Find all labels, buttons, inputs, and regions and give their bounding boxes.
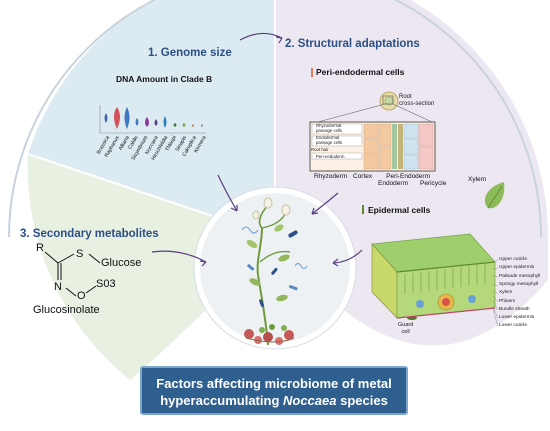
arrow-genome-to-center bbox=[217, 174, 238, 212]
secondary-heading: 3. Secondary metabolites bbox=[20, 228, 159, 240]
leaf-label: Upper epidermis bbox=[499, 265, 535, 271]
guard-cell-label: Guard cell bbox=[398, 322, 414, 335]
root-tissue-panel bbox=[309, 121, 436, 172]
genome-heading: 1. Genome size bbox=[148, 47, 232, 59]
root-hair-label: Root hair bbox=[311, 147, 329, 152]
leaf-label: Upper cuticle bbox=[499, 257, 527, 262]
chem-n: N bbox=[54, 281, 62, 293]
rhyzoderm-label: Rhyzoderm bbox=[314, 173, 348, 180]
title-line-2: hyperaccumulating Noccaea species bbox=[142, 392, 406, 409]
leaf-label: Lower cuticle bbox=[499, 323, 527, 329]
chem-o: O bbox=[77, 290, 86, 302]
arrow-peri-to-center bbox=[311, 192, 339, 215]
leaf-label: Bundle sheath bbox=[499, 306, 530, 312]
chem-glucose: Glucose bbox=[101, 257, 142, 269]
peri-title: Peri-endodermal cells bbox=[316, 67, 405, 77]
leaf-label: Lower epidermis bbox=[499, 315, 535, 321]
cortex-label: Cortex bbox=[353, 173, 373, 180]
arrow-secondary-to-center bbox=[151, 250, 207, 263]
compound-name: Glucosinolate bbox=[33, 304, 100, 316]
title-line-1: Factors affecting microbiome of metal bbox=[156, 376, 392, 391]
peri-endoderm-inner-label: Peri-endoderm bbox=[316, 154, 345, 159]
endo-passage-label: Endodermal passage cells bbox=[316, 135, 343, 145]
arrow-genome-to-structural bbox=[239, 32, 283, 41]
sector-border bbox=[8, 0, 542, 238]
sector-secondary bbox=[27, 154, 276, 380]
epi-title: Epidermal cells bbox=[368, 205, 431, 215]
leaf-icon bbox=[484, 182, 505, 209]
title-line-2-prefix: hyperaccumulating bbox=[160, 393, 283, 408]
chem-r: R bbox=[36, 242, 44, 254]
endoderm-label: Endoderm bbox=[400, 173, 430, 180]
xylem-label: Xylem bbox=[468, 176, 487, 183]
violin-plot-icon bbox=[99, 105, 206, 134]
structural-heading: 2. Structural adaptations bbox=[285, 38, 420, 50]
arrow-epi-to-center bbox=[332, 249, 363, 264]
sector-genome bbox=[28, 0, 275, 237]
title-line-2-suffix: species bbox=[336, 393, 388, 408]
pericycle-label: Pericycle bbox=[420, 180, 447, 187]
glucosinolate-structure bbox=[44, 251, 101, 297]
root-cross-section-label: Root cross-section bbox=[399, 94, 435, 107]
title-genus: Noccaea bbox=[283, 393, 337, 408]
arrows bbox=[151, 32, 363, 267]
title-box: Factors affecting microbiome of metal hy… bbox=[140, 366, 408, 415]
leaf-label: Phloem bbox=[499, 298, 516, 304]
plant-icon bbox=[241, 197, 308, 346]
chem-s: S bbox=[76, 248, 84, 260]
epi-accent-bar bbox=[362, 205, 364, 214]
rhizo-passage-label: Rhyzodermal passage cells bbox=[316, 123, 343, 133]
center-circle bbox=[194, 187, 356, 349]
chem-so3: S03 bbox=[96, 278, 116, 290]
leaf-label: Xylem bbox=[499, 290, 513, 296]
leaf-label: Spongy mesophyll bbox=[499, 281, 539, 287]
leaf-cross-section bbox=[371, 233, 499, 328]
peri-endoderm-label: Peri- Endoderm bbox=[378, 173, 408, 187]
genome-chart-title: DNA Amount in Clade B bbox=[116, 74, 213, 84]
root-cross-section-icon bbox=[317, 91, 433, 123]
peri-accent-bar bbox=[311, 68, 313, 77]
leaf-label: Palisade mesophyll bbox=[499, 273, 541, 279]
